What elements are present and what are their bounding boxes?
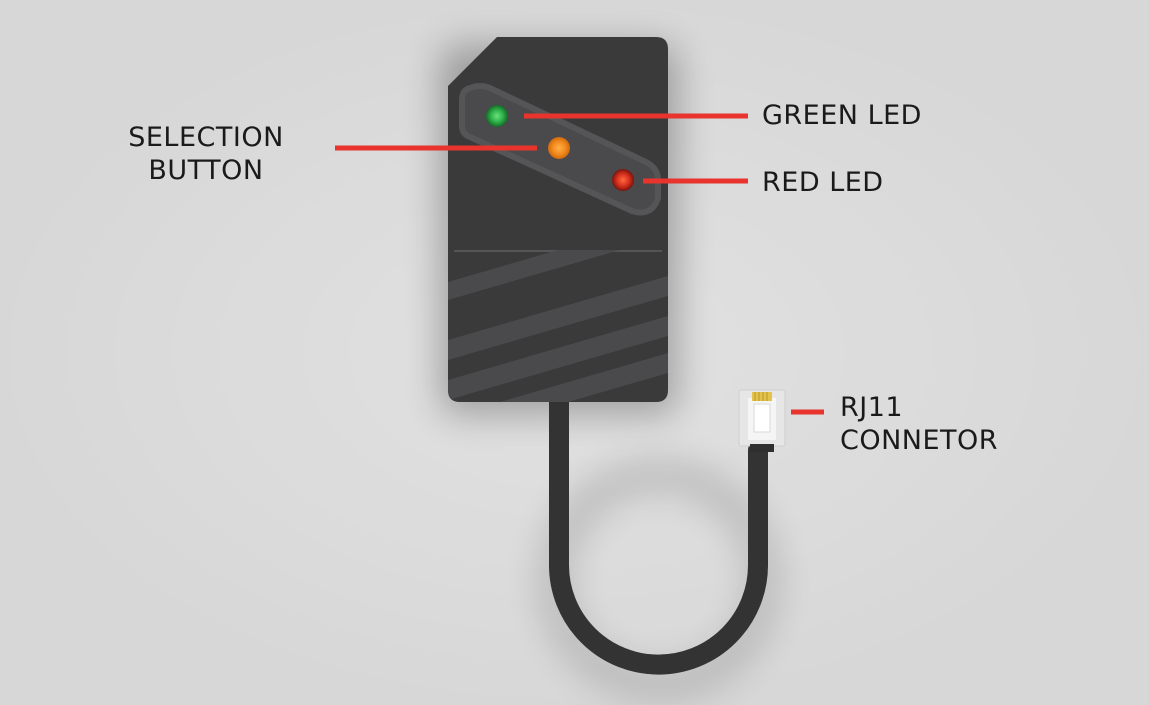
label-rj11-line-1: RJ11 (840, 392, 904, 423)
callout-lines (335, 113, 824, 415)
red-led (612, 169, 634, 191)
selection-button (548, 137, 570, 159)
device-body (448, 37, 668, 402)
green-led (486, 105, 508, 127)
label-rj11-line-2: CONNETOR (840, 425, 999, 456)
rj11-connector (738, 389, 786, 452)
label-selection-button: SELECTION BUTTON (117, 121, 295, 187)
label-rj11-connector: RJ11 CONNETOR (840, 391, 998, 457)
label-selection-line-2: BUTTON (148, 155, 264, 186)
label-selection-line-1: SELECTION (128, 122, 284, 153)
label-green-led: GREEN LED (762, 100, 922, 131)
label-red-led: RED LED (762, 167, 884, 198)
cable (549, 390, 768, 675)
